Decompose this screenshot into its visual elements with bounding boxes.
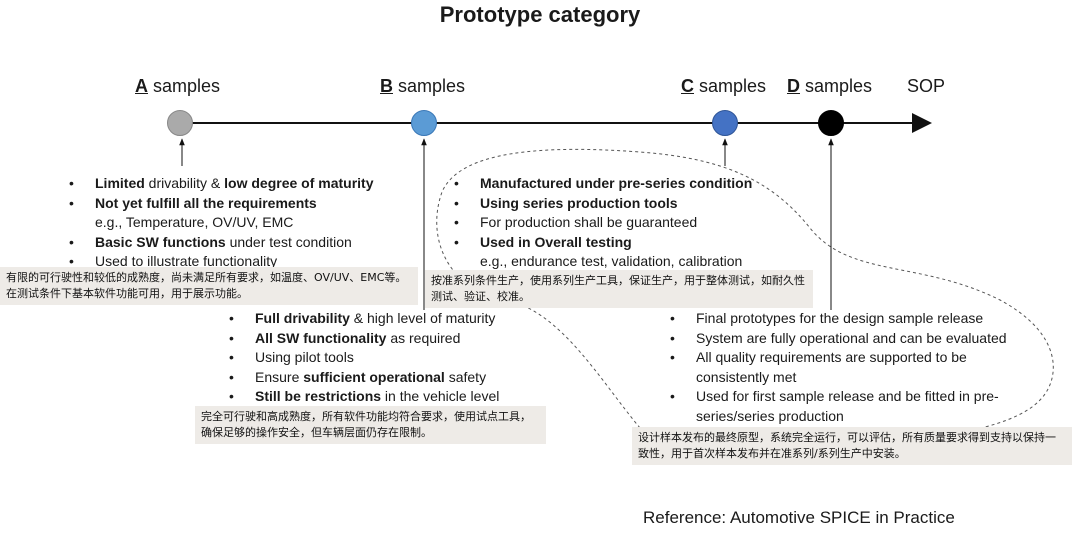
list-item: e.g., endurance test, validation, calibr…: [480, 253, 743, 269]
list-item: Used in Overall testing: [454, 233, 752, 253]
milestone-d: [818, 110, 844, 136]
list-item: Not yet fulfill all the requirements: [69, 194, 374, 214]
list-item: Final prototypes for the design sample r…: [670, 309, 1007, 329]
milestone-b: [411, 110, 437, 136]
list-item: Ensure sufficient operational safety: [229, 368, 499, 388]
milestone-a: [167, 110, 193, 136]
stage-label-a: A samples: [135, 76, 221, 96]
list-item: consistently met: [696, 368, 797, 385]
c-samples-note: 按准系列条件生产，使用系列生产工具，保证生产，用于整体测试，如耐久性测试、验证、…: [425, 270, 813, 308]
list-item: Full drivability & high level of maturit…: [229, 309, 499, 329]
d-samples-note: 设计样本发布的最终原型，系统完全运行，可以评估，所有质量要求得到支持以保持一致性…: [632, 427, 1072, 465]
list-item: Used to illustrate functionality: [69, 252, 374, 272]
list-item: For production shall be guaranteed: [454, 213, 752, 233]
list-item: Using series production tools: [454, 194, 752, 214]
c-samples-list: Manufactured under pre-series condition …: [454, 174, 752, 272]
b-samples-note: 完全可行驶和高成熟度，所有软件功能均符合要求，使用试点工具，确保足够的操作安全，…: [195, 406, 546, 444]
stage-label-c: C samples: [681, 76, 767, 96]
milestone-c: [712, 110, 738, 136]
list-item: All quality requirements are supported t…: [670, 348, 1007, 368]
diagram-title: Prototype category: [439, 2, 641, 27]
a-samples-note: 有限的可行驶性和较低的成熟度，尚未满足所有要求，如温度、OV/UV、EMC等。在…: [0, 267, 418, 305]
list-item: Limited drivability & low degree of matu…: [69, 174, 374, 194]
list-item: System are fully operational and can be …: [670, 329, 1007, 349]
stage-label-b: B samples: [380, 76, 466, 96]
list-item: e.g., Temperature, OV/UV, EMC: [95, 214, 294, 230]
list-item: Still be restrictions in the vehicle lev…: [229, 387, 499, 407]
d-samples-list: Final prototypes for the design sample r…: [670, 309, 1007, 426]
list-item: Basic SW functions under test condition: [69, 233, 374, 253]
stage-label-sop: SOP: [907, 76, 946, 96]
list-item: Using pilot tools: [229, 348, 499, 368]
list-item: series/series production: [696, 407, 844, 424]
b-samples-list: Full drivability & high level of maturit…: [229, 309, 499, 407]
list-item: All SW functionality as required: [229, 329, 499, 349]
stage-label-d: D samples: [787, 76, 873, 96]
list-item: Manufactured under pre-series condition: [454, 174, 752, 194]
reference-caption: Reference: Automotive SPICE in Practice: [643, 508, 955, 527]
list-item: Used for first sample release and be fit…: [670, 387, 1007, 407]
a-samples-list: Limited drivability & low degree of matu…: [69, 174, 374, 272]
